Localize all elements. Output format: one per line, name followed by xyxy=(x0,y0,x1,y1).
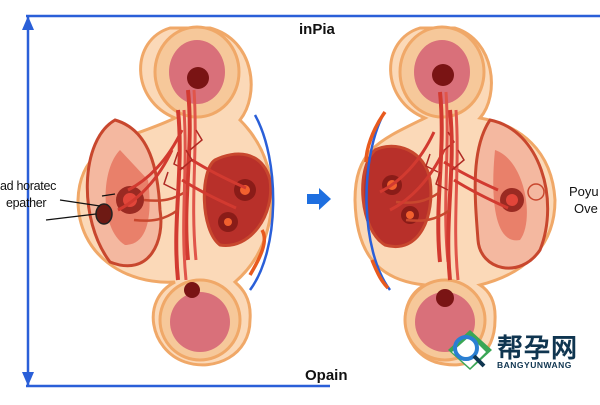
watermark-text: 帮孕网 xyxy=(497,333,579,363)
magnifier-logo-icon xyxy=(448,330,492,370)
left-label-line2: epather xyxy=(6,196,47,210)
transition-arrow-icon xyxy=(307,188,331,210)
title-bottom: Opain xyxy=(305,367,348,384)
blue-frame xyxy=(22,14,600,388)
right-organ xyxy=(353,25,557,367)
right-label-line1: Poyu xyxy=(569,184,599,199)
left-label-line1: ad horatec xyxy=(0,179,57,193)
watermark-subtext: BANGYUNWANG xyxy=(497,360,572,370)
right-label-line2: Ove xyxy=(574,201,598,216)
left-organ xyxy=(45,25,275,367)
title-top: inPia xyxy=(299,21,335,38)
